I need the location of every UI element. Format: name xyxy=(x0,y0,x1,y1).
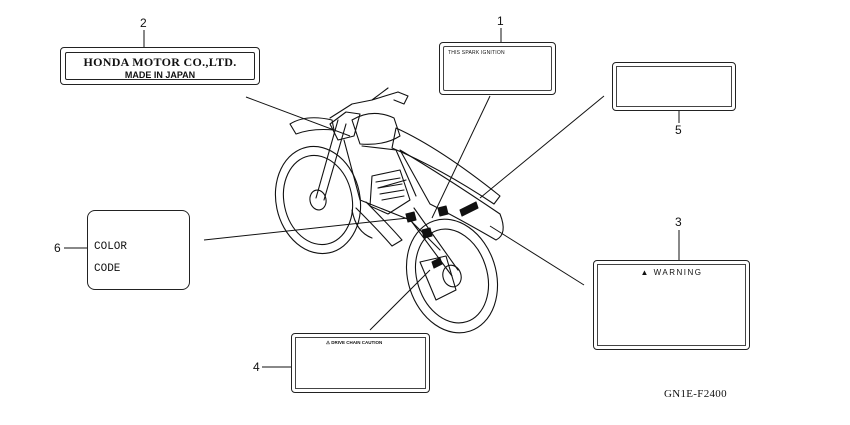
handlebar xyxy=(329,87,409,119)
callout-1: 1 xyxy=(497,14,504,28)
leader-2 xyxy=(245,96,351,137)
exhaust xyxy=(355,201,403,247)
front-fork xyxy=(315,119,347,201)
callout-5: 5 xyxy=(675,123,682,137)
seat xyxy=(391,127,501,205)
color-text: COLOR xyxy=(94,241,128,253)
leader-3 xyxy=(489,225,585,286)
leader-4 xyxy=(369,269,431,331)
callout-2: 2 xyxy=(140,16,147,30)
drive-chain-caution-title: ⚠ DRIVE CHAIN CAUTION xyxy=(326,340,383,345)
honda-maker-text: HONDA MOTOR CO.,LTD. xyxy=(83,55,237,69)
diagram-code: GN1E-F2400 xyxy=(664,388,727,400)
drive-chain-caution-label: ⚠ DRIVE CHAIN CAUTION xyxy=(291,333,430,393)
rear-fender xyxy=(399,149,504,241)
swingarm xyxy=(405,207,459,277)
leader-6 xyxy=(203,217,409,241)
front-fender xyxy=(289,117,335,135)
spark-ignition-label: THIS SPARK IGNITION xyxy=(439,42,556,95)
warning-label: ▲ WARNING xyxy=(593,260,750,350)
leader-lines xyxy=(64,28,680,368)
spark-ignition-title: THIS SPARK IGNITION xyxy=(448,50,505,56)
callout-3: 3 xyxy=(675,215,682,229)
leader-5 xyxy=(479,95,605,199)
color-code-label: COLOR CODE xyxy=(87,210,190,290)
front-wheel xyxy=(274,145,362,255)
code-text: CODE xyxy=(94,263,121,275)
made-in-text: MADE IN JAPAN xyxy=(124,70,196,80)
engine xyxy=(369,169,411,215)
callout-4: 4 xyxy=(253,360,260,374)
honda-maker-label: HONDA MOTOR CO.,LTD. MADE IN JAPAN xyxy=(60,47,260,85)
callout-6: 6 xyxy=(54,241,61,255)
fuel-tank xyxy=(351,112,401,145)
leader-1 xyxy=(431,95,491,219)
blank-label xyxy=(612,62,736,111)
warning-title: ▲ WARNING xyxy=(640,268,703,277)
